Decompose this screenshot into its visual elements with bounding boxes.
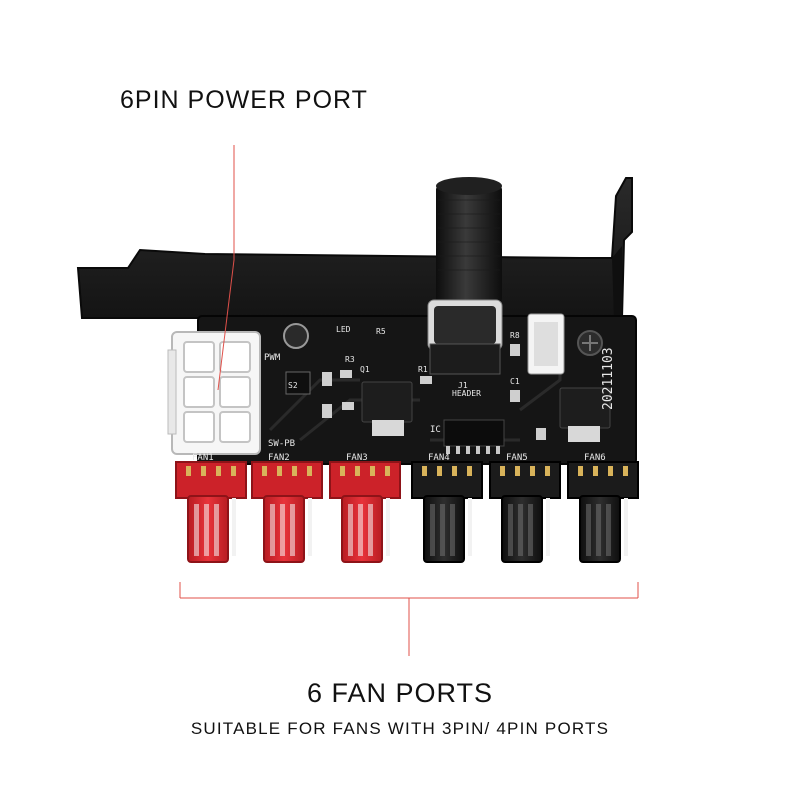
ref-s2: S2	[288, 381, 298, 390]
fan-port-5: FAN5	[489, 453, 561, 563]
header-label: HEADER	[452, 389, 481, 398]
ref-q1: Q1	[360, 365, 370, 374]
ref-r1: R1	[418, 365, 428, 374]
pwm-label: PWM	[264, 353, 281, 363]
ref-j1: J1	[458, 381, 468, 390]
power-connector	[167, 331, 261, 455]
fan-port-3: FAN3	[329, 453, 401, 563]
mosfet-1	[361, 381, 413, 436]
ref-c1: C1	[510, 377, 520, 386]
fan-port-6: FAN6	[567, 453, 639, 563]
fan-ports-subtitle: SUITABLE FOR FANS WITH 3PIN/ 4PIN PORTS	[190, 719, 610, 738]
fan-ports-bracket-line	[179, 582, 639, 656]
fan-port-1: FAN1	[175, 453, 247, 563]
power-port-label: 6PIN POWER PORT	[120, 86, 368, 114]
ref-r3: R3	[345, 355, 355, 364]
fan-label-2: FAN2	[268, 453, 290, 463]
fan-label-5: FAN5	[506, 453, 528, 463]
fan-port-2: FAN2	[251, 453, 323, 563]
ic-chip	[443, 419, 505, 454]
fan-label-3: FAN3	[346, 453, 368, 463]
fan-label-6: FAN6	[584, 453, 606, 463]
ref-r8: R8	[510, 331, 520, 340]
pci-bracket	[76, 177, 633, 320]
power-leader-line	[217, 145, 235, 391]
speed-knob	[436, 177, 502, 304]
pcb-board: 20211103 SW-PB PWM HEADER LED IC R3 R1 R…	[197, 299, 637, 465]
ic-label: IC	[430, 425, 441, 435]
led-label: LED	[336, 325, 351, 334]
fan-label-4: FAN4	[428, 453, 450, 463]
date-code: 20211103	[601, 347, 616, 410]
switch-label: SW-PB	[268, 439, 295, 449]
fan-ports-title: 6 FAN PORTS	[306, 678, 494, 708]
fan-label-1: FAN1	[192, 453, 214, 463]
fan-port-4: FAN4	[411, 453, 483, 563]
mosfet-2	[559, 387, 611, 442]
ref-r5: R5	[376, 327, 386, 336]
